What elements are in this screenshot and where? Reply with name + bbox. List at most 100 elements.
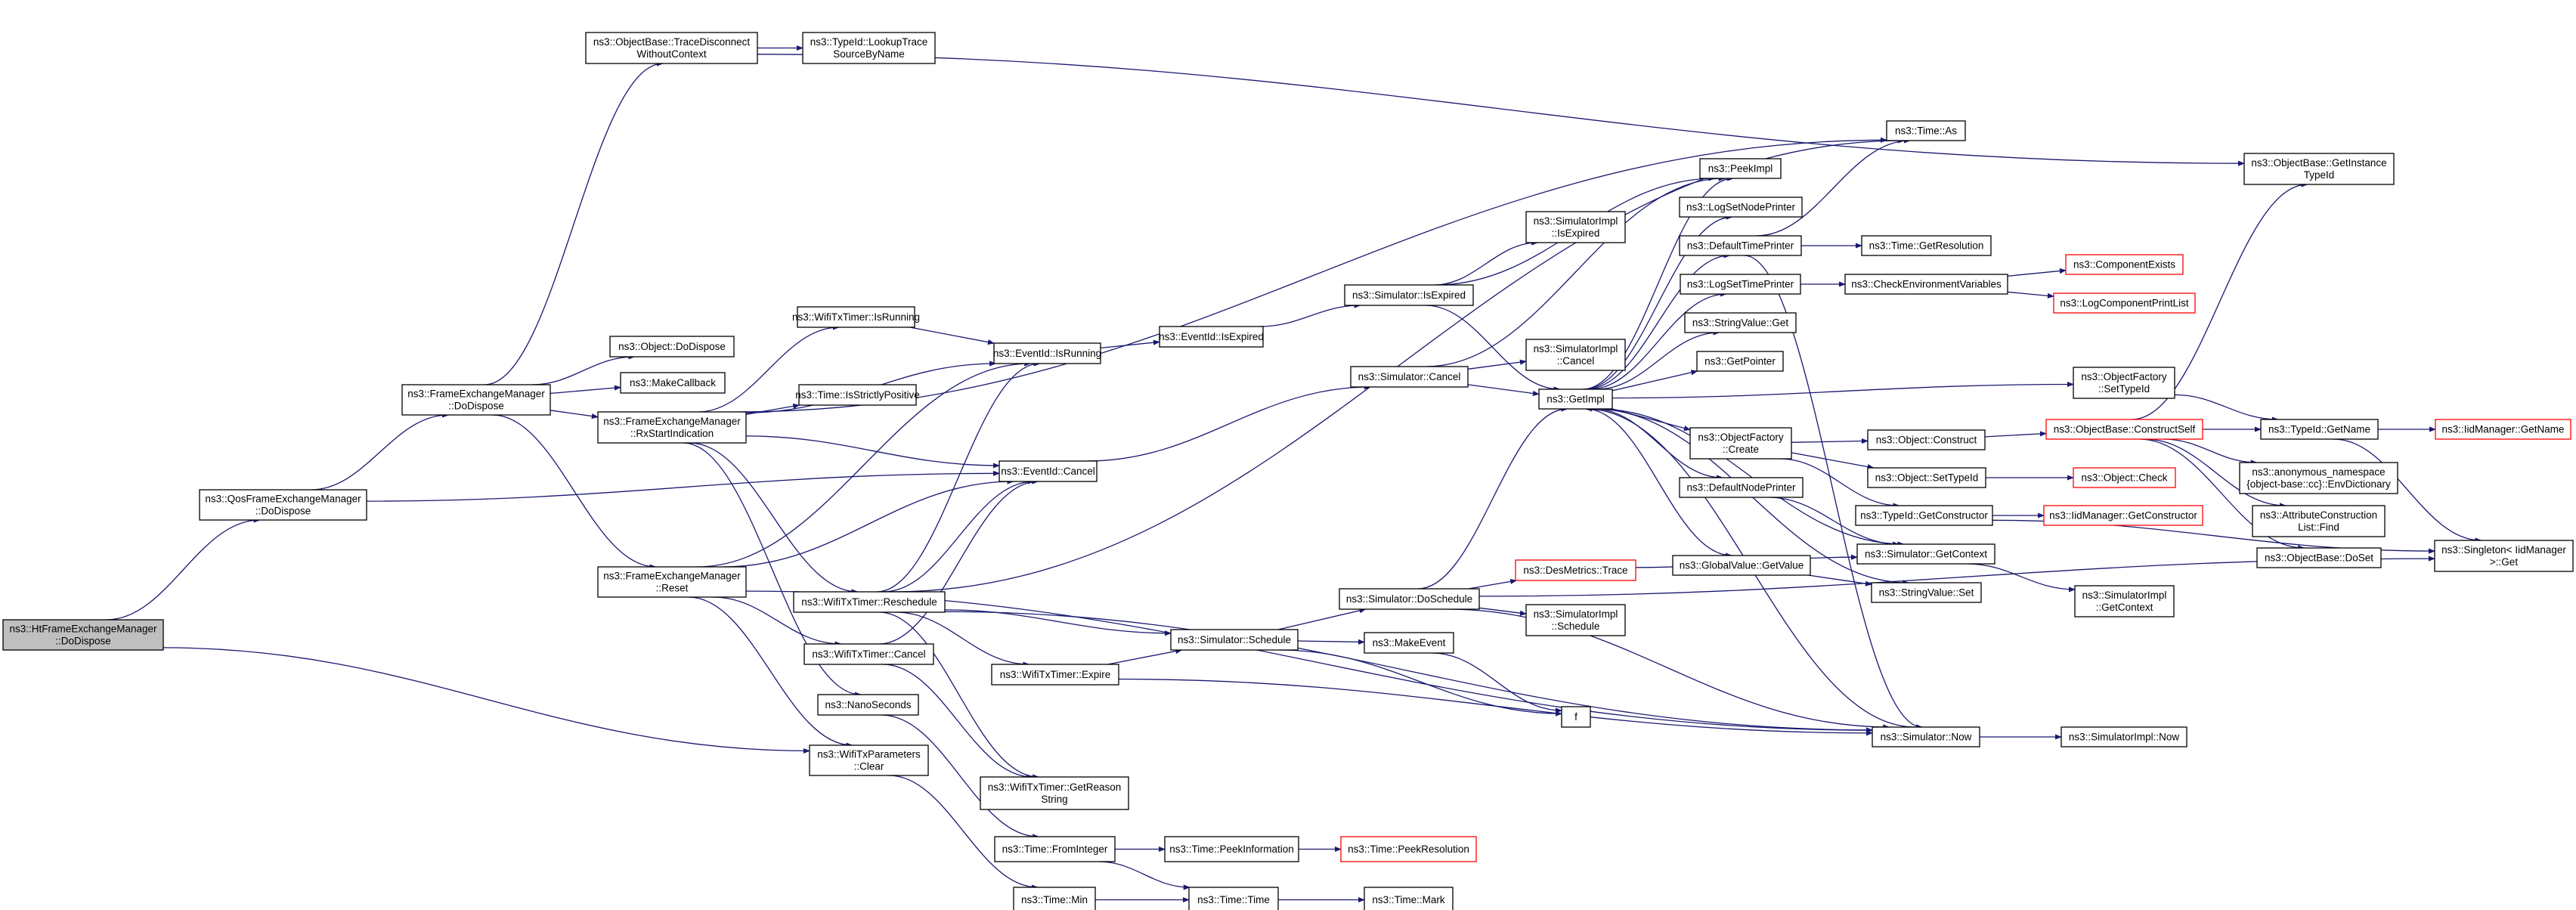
node-time-mark[interactable]: ns3::Time::Mark	[1364, 887, 1454, 910]
node-envdictionary[interactable]: ns3::anonymous_namespace{object-base::cc…	[2239, 462, 2398, 494]
node-label: ns3::ObjectBase::DoSet	[2265, 552, 2373, 563]
node-sim-now[interactable]: ns3::Simulator::Now	[1872, 726, 1980, 748]
node-box	[1159, 326, 1264, 348]
node-time-strictly-pos[interactable]: ns3::Time::IsStrictlyPositive	[795, 384, 920, 406]
edge-fem_reset-to-eventid_isrunning	[696, 361, 1032, 568]
node-logcomponentprintlist[interactable]: ns3::LogComponentPrintList	[2053, 292, 2196, 314]
node-simimpl-cancel[interactable]: ns3::SimulatorImpl::Cancel	[1525, 339, 1626, 371]
node-rx-start[interactable]: ns3::FrameExchangeManager::RxStartIndica…	[597, 411, 747, 444]
node-box	[2435, 419, 2571, 440]
node-eventid-isexpired[interactable]: ns3::EventId::IsExpired	[1159, 326, 1264, 348]
node-wtp-clear[interactable]: ns3::WifiTxParameters::Clear	[809, 744, 929, 776]
node-fem-dodispose[interactable]: ns3::FrameExchangeManager::DoDispose	[401, 384, 551, 416]
node-checkenv[interactable]: ns3::CheckEnvironmentVariables	[1844, 274, 2008, 295]
node-label: ns3::StringValue::Get	[1692, 317, 1789, 328]
node-object-settypeid[interactable]: ns3::Object::SetTypeId	[1867, 467, 1986, 488]
node-make-callback[interactable]: ns3::MakeCallback	[620, 372, 726, 394]
node-label: ns3::WifiTxParameters	[817, 748, 921, 760]
node-desmetrics-trace[interactable]: ns3::DesMetrics::Trace	[1515, 559, 1636, 581]
node-label: ns3::Object::DoDispose	[618, 341, 726, 352]
node-defaulttimeprinter[interactable]: ns3::DefaultTimePrinter	[1679, 235, 1802, 256]
node-eventid-cancel[interactable]: ns3::EventId::Cancel	[999, 460, 1098, 482]
node-logsettimeprinter[interactable]: ns3::LogSetTimePrinter	[1680, 274, 1801, 295]
node-label: ::DoDispose	[55, 635, 111, 646]
node-label: ns3::IidManager::GetConstructor	[2049, 509, 2197, 521]
node-typeid-getname[interactable]: ns3::TypeId::GetName	[2260, 419, 2379, 440]
node-box	[994, 836, 1116, 862]
node-wtt-cancel[interactable]: ns3::WifiTxTimer::Cancel	[803, 643, 934, 665]
node-time-min[interactable]: ns3::Time::Min	[1013, 887, 1096, 910]
node-simimpl-getcontext[interactable]: ns3::SimulatorImpl::GetContext	[2074, 585, 2175, 618]
node-simimpl-schedule[interactable]: ns3::SimulatorImpl::Schedule	[1525, 604, 1626, 636]
edge-eventid_isrunning-to-eventid_isexpired	[1100, 339, 1160, 349]
node-defaultnodeprinter[interactable]: ns3::DefaultNodePrinter	[1679, 477, 1804, 498]
node-componentexists[interactable]: ns3::ComponentExists	[2065, 254, 2184, 275]
node-objbase-constructself[interactable]: ns3::ObjectBase::ConstructSelf	[2045, 419, 2203, 440]
node-getpointer[interactable]: ns3::GetPointer	[1696, 351, 1784, 372]
node-sim-doschedule[interactable]: ns3::Simulator::DoSchedule	[1339, 588, 1480, 610]
node-label: ns3::StringValue::Set	[1879, 587, 1974, 598]
node-box	[1680, 274, 1801, 295]
node-simimpl-isexpired[interactable]: ns3::SimulatorImpl::IsExpired	[1525, 211, 1626, 243]
edge-getimpl-to-peekimpl	[1582, 175, 1735, 390]
node-wtt-expire[interactable]: ns3::WifiTxTimer::Expire	[991, 664, 1119, 686]
node-ht-dodispose[interactable]: ns3::HtFrameExchangeManager::DoDispose	[2, 619, 164, 651]
edge-ht_dodispose-to-wtp_clear	[163, 647, 810, 754]
edge-defaultnodeprinter-to-sim_getcontext	[1768, 497, 1899, 547]
node-sim-getcontext[interactable]: ns3::Simulator::GetContext	[1856, 543, 1995, 565]
node-box	[2, 619, 164, 651]
node-label: ns3::TypeId::GetName	[2268, 423, 2370, 435]
node-nanoseconds[interactable]: ns3::NanoSeconds	[817, 694, 919, 716]
node-label: ns3::MakeEvent	[1373, 637, 1446, 648]
node-time-frominteger[interactable]: ns3::Time::FromInteger	[994, 836, 1116, 862]
node-box	[1699, 158, 1782, 179]
node-wtt-isrunning[interactable]: ns3::WifiTxTimer::IsRunning	[792, 306, 920, 328]
node-fem-reset[interactable]: ns3::FrameExchangeManager::Reset	[597, 566, 747, 598]
node-stringvalue-get[interactable]: ns3::StringValue::Get	[1684, 312, 1797, 333]
node-globalvalue-getvalue[interactable]: ns3::GlobalValue::GetValue	[1672, 555, 1811, 576]
node-sim-cancel[interactable]: ns3::Simulator::Cancel	[1350, 366, 1469, 388]
node-make-event[interactable]: ns3::MakeEvent	[1364, 632, 1454, 654]
node-objfactory-create[interactable]: ns3::ObjectFactory::Create	[1689, 427, 1792, 460]
node-box	[1684, 312, 1797, 333]
node-eventid-isrunning[interactable]: ns3::EventId::IsRunning	[993, 342, 1101, 364]
node-time-peekres[interactable]: ns3::Time::PeekResolution	[1340, 836, 1477, 862]
edge-object_construct-to-objbase_constructself	[1984, 431, 2047, 438]
node-time-as[interactable]: ns3::Time::As	[1886, 120, 1966, 141]
node-getimpl[interactable]: ns3::GetImpl	[1538, 388, 1613, 410]
node-typeid-getconstructor[interactable]: ns3::TypeId::GetConstructor	[1855, 505, 1993, 526]
node-box	[1871, 582, 1982, 603]
node-object-dodispose[interactable]: ns3::Object::DoDispose	[609, 336, 735, 358]
node-iidmanager-getconstructor[interactable]: ns3::IidManager::GetConstructor	[2043, 505, 2203, 526]
node-peekimpl[interactable]: ns3::PeekImpl	[1699, 158, 1782, 179]
node-objbase-doset[interactable]: ns3::ObjectBase::DoSet	[2256, 547, 2382, 568]
node-object-check[interactable]: ns3::Object::Check	[2073, 467, 2176, 488]
node-simimpl-now[interactable]: ns3::SimulatorImpl::Now	[2060, 726, 2187, 748]
node-stringvalue-set[interactable]: ns3::StringValue::Set	[1871, 582, 1982, 603]
node-iidmanager-getname[interactable]: ns3::IidManager::GetName	[2435, 419, 2571, 440]
node-qos-dodispose[interactable]: ns3::QosFrameExchangeManager::DoDispose	[199, 489, 367, 521]
node-sim-isexpired[interactable]: ns3::Simulator::IsExpired	[1344, 284, 1474, 306]
edge-objbase_constructself-to-envdictionary	[2163, 438, 2258, 466]
node-f[interactable]: f	[1561, 706, 1591, 728]
node-object-construct[interactable]: ns3::Object::Construct	[1867, 429, 1986, 450]
node-logsetnodeprinter[interactable]: ns3::LogSetNodePrinter	[1679, 197, 1803, 218]
node-label: ns3::anonymous_namespace	[2252, 466, 2385, 478]
node-sim-schedule[interactable]: ns3::Simulator::Schedule	[1170, 629, 1299, 651]
node-box	[1872, 726, 1980, 748]
node-time-peekinfo[interactable]: ns3::Time::PeekInformation	[1164, 836, 1299, 862]
node-box	[1350, 366, 1469, 388]
node-trace-disconnect[interactable]: ns3::ObjectBase::TraceDisconnectWithoutC…	[585, 32, 758, 64]
node-wtt-reschedule[interactable]: ns3::WifiTxTimer::Reschedule	[793, 591, 946, 613]
node-box	[585, 32, 758, 64]
node-time-time[interactable]: ns3::Time::Time	[1188, 887, 1279, 910]
node-label: ns3::WifiTxTimer::Reschedule	[801, 596, 937, 608]
node-label: ns3::WifiTxTimer::Cancel	[812, 648, 925, 660]
node-singleton-get[interactable]: ns3::Singleton< IidManager>::Get	[2434, 540, 2574, 572]
node-objfactory-settypeid[interactable]: ns3::ObjectFactory::SetTypeId	[2073, 367, 2175, 399]
node-time-getresolution[interactable]: ns3::Time::GetResolution	[1861, 235, 1992, 256]
